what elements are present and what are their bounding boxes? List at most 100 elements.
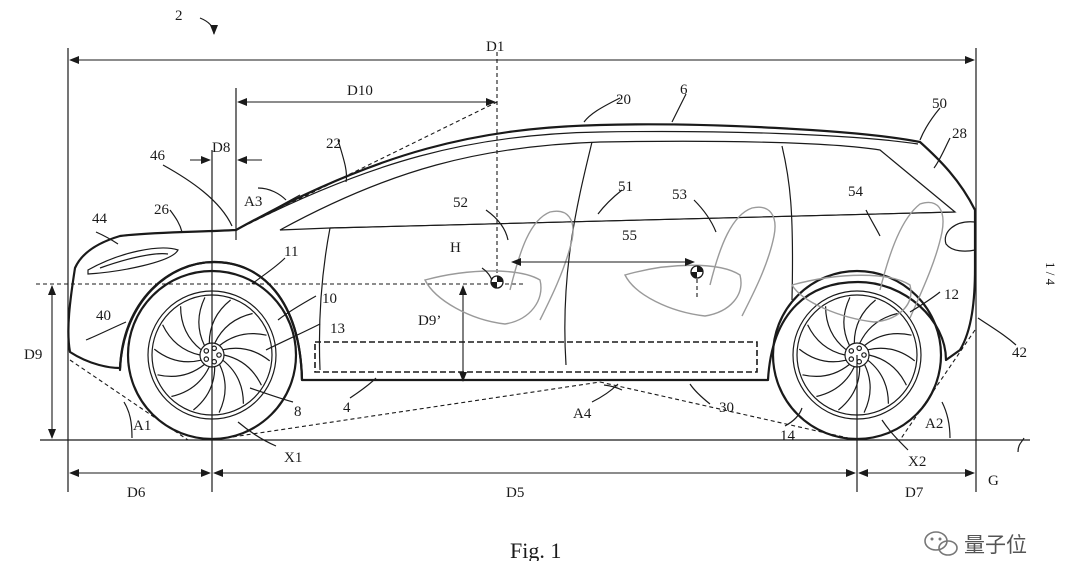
- wheel-spoke: [867, 347, 916, 362]
- wheel-spoke: [218, 364, 226, 413]
- front-h-point: [490, 275, 504, 289]
- lug-nut: [848, 348, 855, 354]
- approach-line: [69, 359, 189, 441]
- label-h: H: [450, 240, 461, 256]
- label-part-28: 28: [952, 126, 967, 142]
- angle-a3-arc: [257, 187, 287, 201]
- a3-reference: [235, 194, 301, 231]
- wheel-spoke: [825, 306, 847, 351]
- wheel-spoke: [222, 347, 271, 362]
- wheel-spoke: [864, 333, 912, 347]
- label-part-22: 22: [326, 136, 341, 152]
- front-seat: [423, 210, 574, 325]
- wheel-spoke: [171, 366, 210, 398]
- sheet-number: 1 / 4: [1043, 262, 1058, 286]
- wheel-spoke: [859, 312, 898, 344]
- label-part-51: 51: [618, 179, 633, 195]
- headlight: [87, 247, 179, 275]
- label-part-54: 54: [848, 184, 864, 200]
- lug-nut: [211, 345, 218, 352]
- c-pillar-line: [781, 145, 794, 301]
- lug-nut: [856, 345, 863, 352]
- lug-nut: [216, 352, 222, 358]
- wheel-spoke: [222, 359, 244, 404]
- lug-nut: [861, 352, 867, 358]
- third-row-seat: [790, 201, 944, 323]
- label-part-13: 13: [330, 321, 345, 337]
- wheel-spoke: [193, 366, 216, 411]
- watermark: 量子位: [924, 531, 1027, 557]
- label-part-11: 11: [284, 244, 298, 260]
- label-part-55: 55: [622, 228, 637, 244]
- wheel-spoke: [798, 348, 847, 363]
- wheel-spoke: [162, 324, 201, 356]
- label-a2: A2: [925, 416, 943, 432]
- front-wheel: [126, 269, 298, 441]
- label-part-4: 4: [343, 400, 351, 416]
- wheel-spoke: [214, 312, 253, 344]
- wheel-spoke: [838, 366, 861, 411]
- label-x1: X1: [284, 450, 302, 466]
- label-part-42: 42: [1012, 345, 1027, 361]
- label-part-26: 26: [154, 202, 170, 218]
- wheel-spoke: [180, 306, 202, 351]
- label-part-8: 8: [294, 404, 302, 420]
- wheel-spoke: [802, 363, 850, 377]
- roof-glass-line: [239, 130, 919, 229]
- dim-d9p-label: D9’: [418, 313, 441, 329]
- label-x2: X2: [908, 454, 926, 470]
- front-wheel-arch: [118, 260, 304, 382]
- wheel-spoke: [223, 354, 262, 386]
- label-ref-2: 2: [175, 8, 183, 24]
- window-line: [279, 140, 957, 231]
- breakover-line-rear: [599, 381, 858, 441]
- label-a3: A3: [244, 194, 262, 210]
- leader-lines: [85, 17, 1025, 453]
- dim-d8-label: D8: [212, 140, 230, 156]
- lug-nut: [211, 358, 218, 365]
- wheel-spoke: [157, 363, 205, 377]
- lug-nut: [848, 356, 855, 362]
- dim-d7-label: D7: [905, 485, 924, 501]
- wheel-spoke: [868, 354, 907, 386]
- wheel-spoke: [843, 297, 851, 346]
- label-part-53: 53: [672, 187, 687, 203]
- dim-d1-label: D1: [486, 39, 504, 55]
- label-part-6: 6: [680, 82, 688, 98]
- label-part-12: 12: [944, 287, 959, 303]
- dim-d9-label: D9: [24, 347, 42, 363]
- label-part-30: 30: [719, 400, 734, 416]
- angle-a2-arc: [941, 401, 951, 439]
- wheel-spoke: [198, 297, 206, 346]
- watermark-text: 量子位: [964, 533, 1027, 557]
- label-part-52: 52: [453, 195, 468, 211]
- label-part-40: 40: [96, 308, 111, 324]
- breakover-line-front: [211, 381, 601, 441]
- angle-a1-arc: [123, 401, 133, 439]
- wheel-spoke: [208, 299, 231, 344]
- beltline: [329, 211, 956, 229]
- dim-d10-label: D10: [347, 83, 373, 99]
- rear-h-point: [690, 265, 704, 279]
- wheel-spoke: [219, 333, 267, 347]
- label-part-46: 46: [150, 148, 166, 164]
- lug-nut: [203, 348, 210, 354]
- lug-nut: [203, 356, 210, 362]
- wheel-spoke: [816, 366, 855, 398]
- departure-line: [899, 329, 976, 441]
- rear-wheel: [771, 269, 943, 441]
- label-part-50: 50: [932, 96, 947, 112]
- dim-d5-label: D5: [506, 485, 524, 501]
- wheel-spoke: [867, 359, 889, 404]
- wheel-spoke: [807, 324, 846, 356]
- figure-caption: Fig. 1: [510, 538, 561, 561]
- label-part-20: 20: [616, 92, 631, 108]
- angle-a4-arc: [603, 384, 623, 391]
- label-a1: A1: [133, 418, 151, 434]
- wheel-spoke: [863, 364, 871, 413]
- label-g: G: [988, 473, 999, 489]
- label-part-10: 10: [322, 291, 337, 307]
- battery-pack-outline: [314, 341, 758, 373]
- headlight-inner: [99, 253, 169, 269]
